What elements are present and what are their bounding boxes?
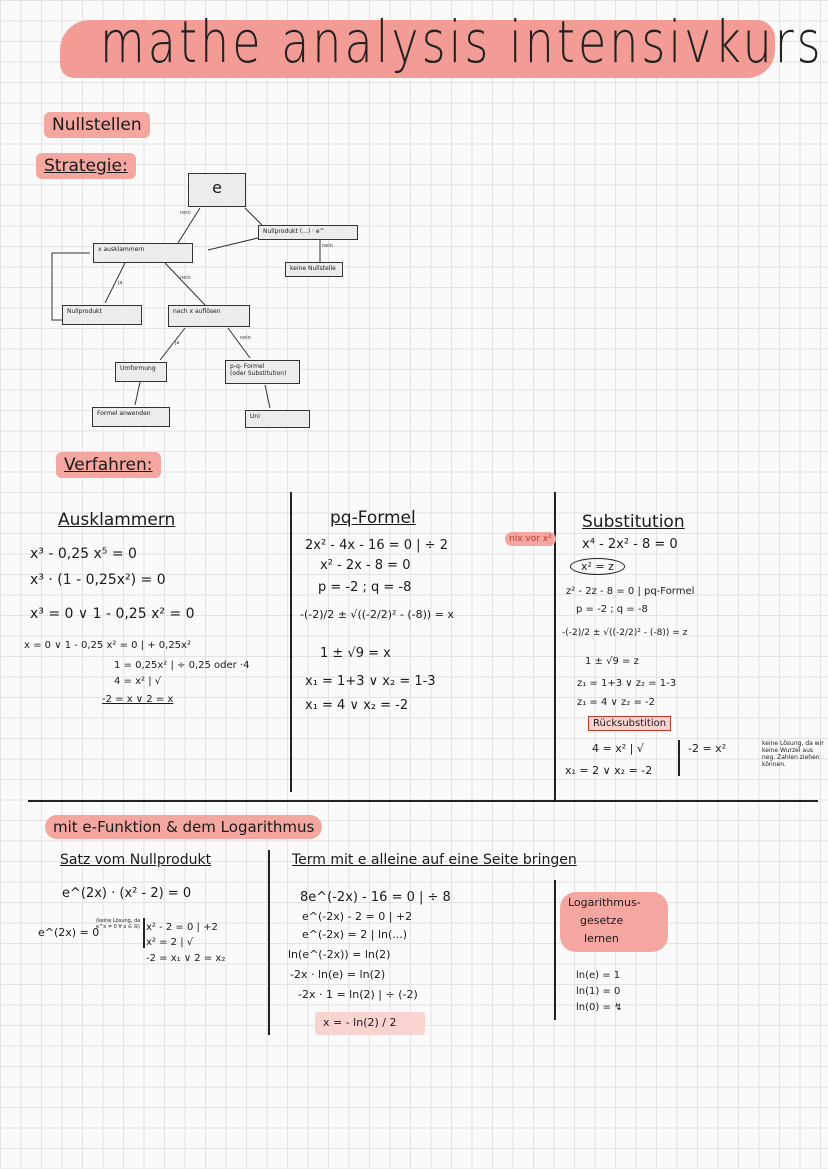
flow-node-umformung: Umformung	[115, 362, 167, 382]
flow-label-nein-1: nein	[180, 210, 191, 216]
log-heading-line-3: lernen	[584, 932, 619, 945]
pq-line-2: x² - 2x - 8 = 0	[320, 558, 411, 573]
subst-line-5: -(-2)/2 ± √((-2/2)² - (-8)) = z	[562, 628, 688, 638]
flow-node-pq-formel-line1: p-q- Formel	[230, 363, 265, 370]
section-efunktion: mit e-Funktion & dem Logarithmus	[45, 815, 323, 839]
subst-line-1: x⁴ - 2x² - 8 = 0	[582, 537, 678, 552]
flow-node-keine-nullstelle: keine Nullstelle	[285, 262, 343, 277]
ausklammern-line-1: x³ - 0,25 x⁵ = 0	[30, 546, 137, 562]
log-line-2: ln(1) = 0	[576, 986, 621, 997]
subst-line-6: 1 ± √9 = z	[585, 656, 639, 667]
flow-label-nein-4: nein	[240, 335, 251, 341]
pq-note: nix vor x²	[505, 532, 556, 546]
title-highlight	[60, 20, 775, 78]
ausklammern-line-3: x³ = 0 ∨ 1 - 0,25 x² = 0	[30, 606, 195, 622]
ausklammern-line-6: 4 = x² | √	[114, 676, 162, 687]
heading-pq-formel: pq-Formel	[330, 508, 416, 528]
flow-node-pq-formel-line2: (oder Substitution)	[230, 370, 287, 377]
flow-node-x-ausklammern: x ausklammern	[93, 243, 193, 263]
subst-final-left-1: 4 = x² | √	[592, 742, 644, 755]
section-nullstellen: Nullstellen	[44, 112, 150, 138]
subst-line-7: z₁ = 1+3 ∨ z₂ = 1-3	[577, 678, 677, 689]
flow-node-formel-anwenden: Formel anwenden	[92, 407, 170, 427]
heading-satz-nullprodukt: Satz vom Nullprodukt	[60, 852, 212, 868]
flow-node-nach-x-aufloesen: nach x auflösen	[168, 305, 250, 327]
flow-node-nullprodukt: Nullprodukt	[62, 305, 142, 325]
np-line-1: e^(2x) · (x² - 2) = 0	[62, 886, 192, 901]
flow-label-nein-2: nein	[322, 243, 333, 249]
flow-node-nullprodukt-e: Nullprodukt (...) · e^	[258, 225, 358, 240]
log-line-1: ln(e) = 1	[576, 970, 621, 981]
np-right-2: x² = 2 | √	[146, 937, 194, 948]
term-line-1: 8e^(-2x) - 16 = 0 | ÷ 8	[300, 890, 451, 905]
ausklammern-line-5: 1 = 0,25x² | ÷ 0,25 oder ·4	[114, 660, 250, 671]
ausklammern-line-2: x³ · (1 - 0,25x²) = 0	[30, 572, 166, 588]
section-verfahren: Verfahren:	[56, 452, 161, 478]
divider-vertical-1	[290, 492, 292, 792]
flow-label-ja-2: ja	[175, 340, 180, 346]
divider-horizontal	[28, 800, 818, 802]
flow-label-nein-3: nein	[180, 275, 191, 281]
pq-line-1: 2x² - 4x - 16 = 0 | ÷ 2	[305, 538, 448, 553]
term-line-4: ln(e^(-2x)) = ln(2)	[288, 948, 391, 961]
heading-ausklammern: Ausklammern	[58, 510, 176, 530]
subst-line-3: z² - 2z - 8 = 0 | pq-Formel	[566, 586, 695, 597]
term-line-2: e^(-2x) - 2 = 0 | +2	[302, 910, 413, 923]
subst-side-note: keine Lösung, da wir keine Wurzel aus ne…	[762, 740, 824, 768]
term-line-7: x = - ln(2) / 2	[315, 1012, 425, 1035]
divider-vertical-4	[554, 880, 556, 1020]
log-heading-line-2: gesetze	[580, 914, 624, 927]
ausklammern-line-4: x = 0 ∨ 1 - 0,25 x² = 0 | + 0,25x²	[24, 640, 191, 651]
heading-substitution: Substitution	[582, 512, 685, 532]
subst-final-left-2: x₁ = 2 ∨ x₂ = -2	[565, 764, 653, 777]
np-right-3: -2 = x₁ ∨ 2 = x₂	[146, 953, 226, 964]
subst-final-right: -2 = x²	[688, 742, 727, 755]
page-title: mathe analysis intensivkurs	[100, 8, 824, 76]
heading-term-e: Term mit e alleine auf eine Seite bringe…	[292, 852, 577, 868]
term-line-5: -2x · ln(e) = ln(2)	[290, 968, 386, 981]
np-line-2-note: (keine Lösung, da e^x ≠ 0 ∀ x ∈ ℝ)	[96, 918, 141, 930]
divider-vertical-2	[554, 492, 556, 800]
ausklammern-line-7: -2 = x ∨ 2 = x	[102, 694, 174, 705]
flow-node-pq-formel: p-q- Formel (oder Substitution)	[225, 360, 300, 384]
np-line-2: e^(2x) = 0	[38, 926, 100, 939]
flow-label-ja-1: ja	[118, 280, 123, 286]
flow-node-e: e	[188, 173, 246, 207]
pq-line-5: 1 ± √9 = x	[320, 646, 391, 661]
divider-vertical-3	[268, 850, 270, 1035]
log-line-3: ln(0) = ↯	[576, 1002, 623, 1013]
pq-line-6: x₁ = 1+3 ∨ x₂ = 1-3	[305, 674, 436, 689]
subst-ruecksubstitution: Rücksubstition	[588, 716, 672, 731]
section-strategie: Strategie:	[36, 153, 136, 179]
term-line-3: e^(-2x) = 2 | ln(...)	[302, 928, 408, 941]
subst-line-8: z₁ = 4 ∨ z₂ = -2	[577, 697, 655, 708]
pq-line-4: -(-2)/2 ± √((-2/2)² - (-8)) = x	[300, 608, 454, 621]
pq-line-3: p = -2 ; q = -8	[318, 580, 412, 595]
flow-node-uni: Uni	[245, 410, 310, 428]
subst-line-2: x² = z	[570, 558, 625, 575]
log-heading-line-1: Logarithmus-	[568, 896, 641, 909]
pq-line-7: x₁ = 4 ∨ x₂ = -2	[305, 698, 409, 713]
np-divider	[143, 918, 145, 948]
subst-line-4: p = -2 ; q = -8	[576, 604, 648, 615]
subst-final-divider	[678, 740, 680, 776]
term-line-6: -2x · 1 = ln(2) | ÷ (-2)	[298, 988, 418, 1001]
log-heading-highlight	[560, 892, 668, 952]
np-right-1: x² - 2 = 0 | +2	[146, 922, 218, 933]
